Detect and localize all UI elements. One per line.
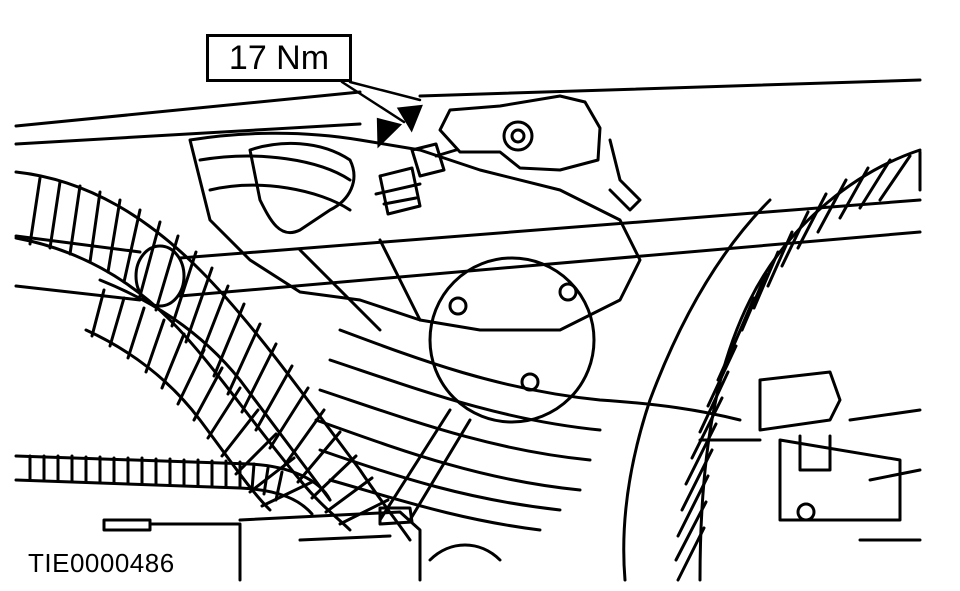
fitting-bolt	[376, 144, 456, 214]
torque-label: 17 Nm	[228, 38, 330, 77]
right-fittings	[610, 140, 920, 540]
engine-block-fins	[300, 240, 740, 530]
left-inner-hose	[86, 280, 330, 510]
right-corrugated-hose	[624, 150, 920, 580]
bracket-boss	[504, 122, 532, 150]
top-bracket	[440, 96, 600, 170]
figure-id-label: TIE0000486	[28, 548, 175, 578]
callout-arrowheads	[376, 104, 423, 149]
lower-left-cable	[16, 456, 330, 514]
cross-rod	[16, 200, 920, 300]
torque-callout: 17 Nm	[206, 34, 352, 82]
diagonal-strut	[380, 410, 470, 520]
lower-component	[104, 508, 500, 580]
upper-hose	[250, 143, 354, 232]
callout-leaders	[342, 82, 420, 122]
rod-collar	[136, 246, 184, 306]
upper-rail	[16, 80, 920, 144]
